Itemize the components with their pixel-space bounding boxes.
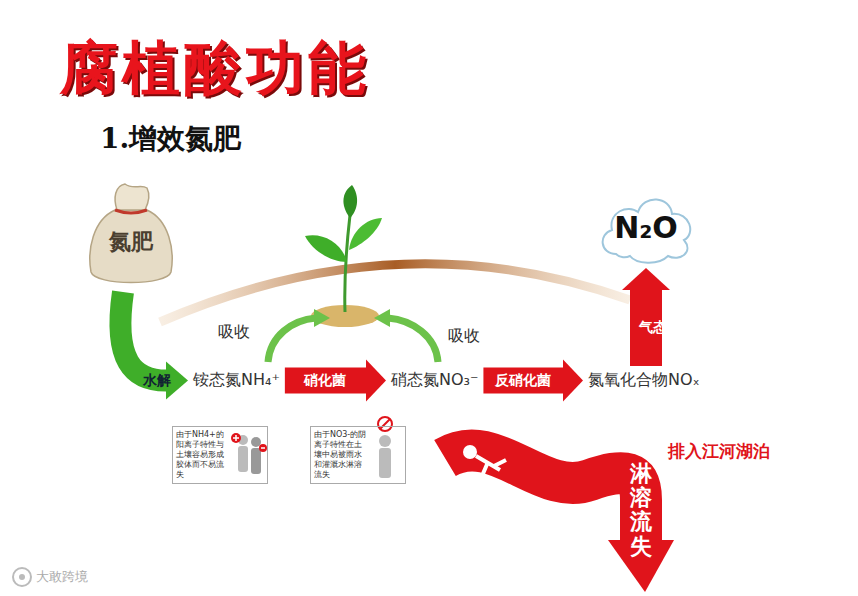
bag-body [90,210,172,283]
flow-shaft [285,368,366,394]
no-sign [380,419,390,429]
flow-shaft [120,292,166,381]
logo-dot [19,574,25,580]
fertilizer-bag: 氮肥 [85,180,177,290]
cation-figures [231,433,267,474]
absorb-label: 吸收 [448,326,480,347]
edge-label: 反硝化菌 [495,372,551,390]
flow-shaft [630,290,662,366]
watermark-logo [13,568,31,586]
figure-body [379,448,391,478]
figure-head [463,445,477,459]
flow-arrow [483,360,583,402]
figure-body [238,446,248,472]
title: 腐植酸功能 [60,30,370,108]
nitrogen-form: 铵态氮NH₄⁺ [190,368,283,393]
flow-arrow [285,360,386,402]
figure-body [251,448,261,474]
leach-label: 淋溶流失 [630,462,652,559]
plant-leaf [343,185,357,218]
edge-label: 硝化菌 [304,372,346,390]
flow-arrow [120,292,188,400]
arrow-head [622,268,670,290]
absorb-arrow [268,318,316,362]
arrow-head [314,309,330,327]
node-text: 硝态氮NO₃⁻ [391,370,478,391]
figure-body [476,456,506,476]
nitrogen-form: 硝态氮NO₃⁻ [388,368,481,393]
figure-head [379,435,391,447]
plant-leaf [305,235,347,262]
node-text: 由于NH4+的阳离子特性与土壤容易形成胶体而不易流失 [176,430,229,480]
discharge-label: 排入江河湖泊 [668,440,770,463]
figure-head [251,437,261,447]
node-text: 由于NO3-的阴离子特性在土壤中易被雨水和灌溉水淋溶流失 [314,430,367,480]
charge-badge [259,444,267,452]
plus-sign [233,435,239,441]
edge-label: 气态流失 [639,320,653,335]
cloud-outline [603,199,691,262]
arrow-head [563,360,583,402]
no-sign [378,417,392,431]
absorb-label: 吸收 [218,322,250,343]
note-box: 由于NH4+的阳离子特性与土壤容易形成胶体而不易流失 [172,426,268,484]
node-text: 铵态氮NH₄⁺ [193,370,280,391]
flow-arrow [622,268,670,366]
minus-sign [261,447,265,449]
absorb-arrow [388,318,438,362]
gas-cloud: N₂O [596,188,696,266]
edge-label: 水解 [143,372,171,390]
note-box: 由于NO3-的阴离子特性在土壤中易被雨水和灌溉水淋溶流失 [310,426,406,484]
soil-arc [160,264,630,322]
watermark: 大敢跨境 [36,568,88,586]
plant-stem [345,215,350,312]
bag-tie [115,210,147,213]
arrow-head [374,309,390,327]
node-text: 氮肥 [109,227,153,257]
flow-shaft [483,368,563,394]
leach-arrow [445,450,641,545]
plant-leaf [349,218,382,250]
node-text: N₂O [614,210,678,245]
bag-top [115,184,149,210]
charge-badge [231,433,241,443]
subtitle: 1.增效氮肥 [100,120,241,158]
logo-ring [13,568,31,586]
node-text: 氮氧化合物NOₓ [588,370,700,391]
nitrogen-form: 氮氧化合物NOₓ [585,368,703,393]
arrow-head [366,360,386,402]
